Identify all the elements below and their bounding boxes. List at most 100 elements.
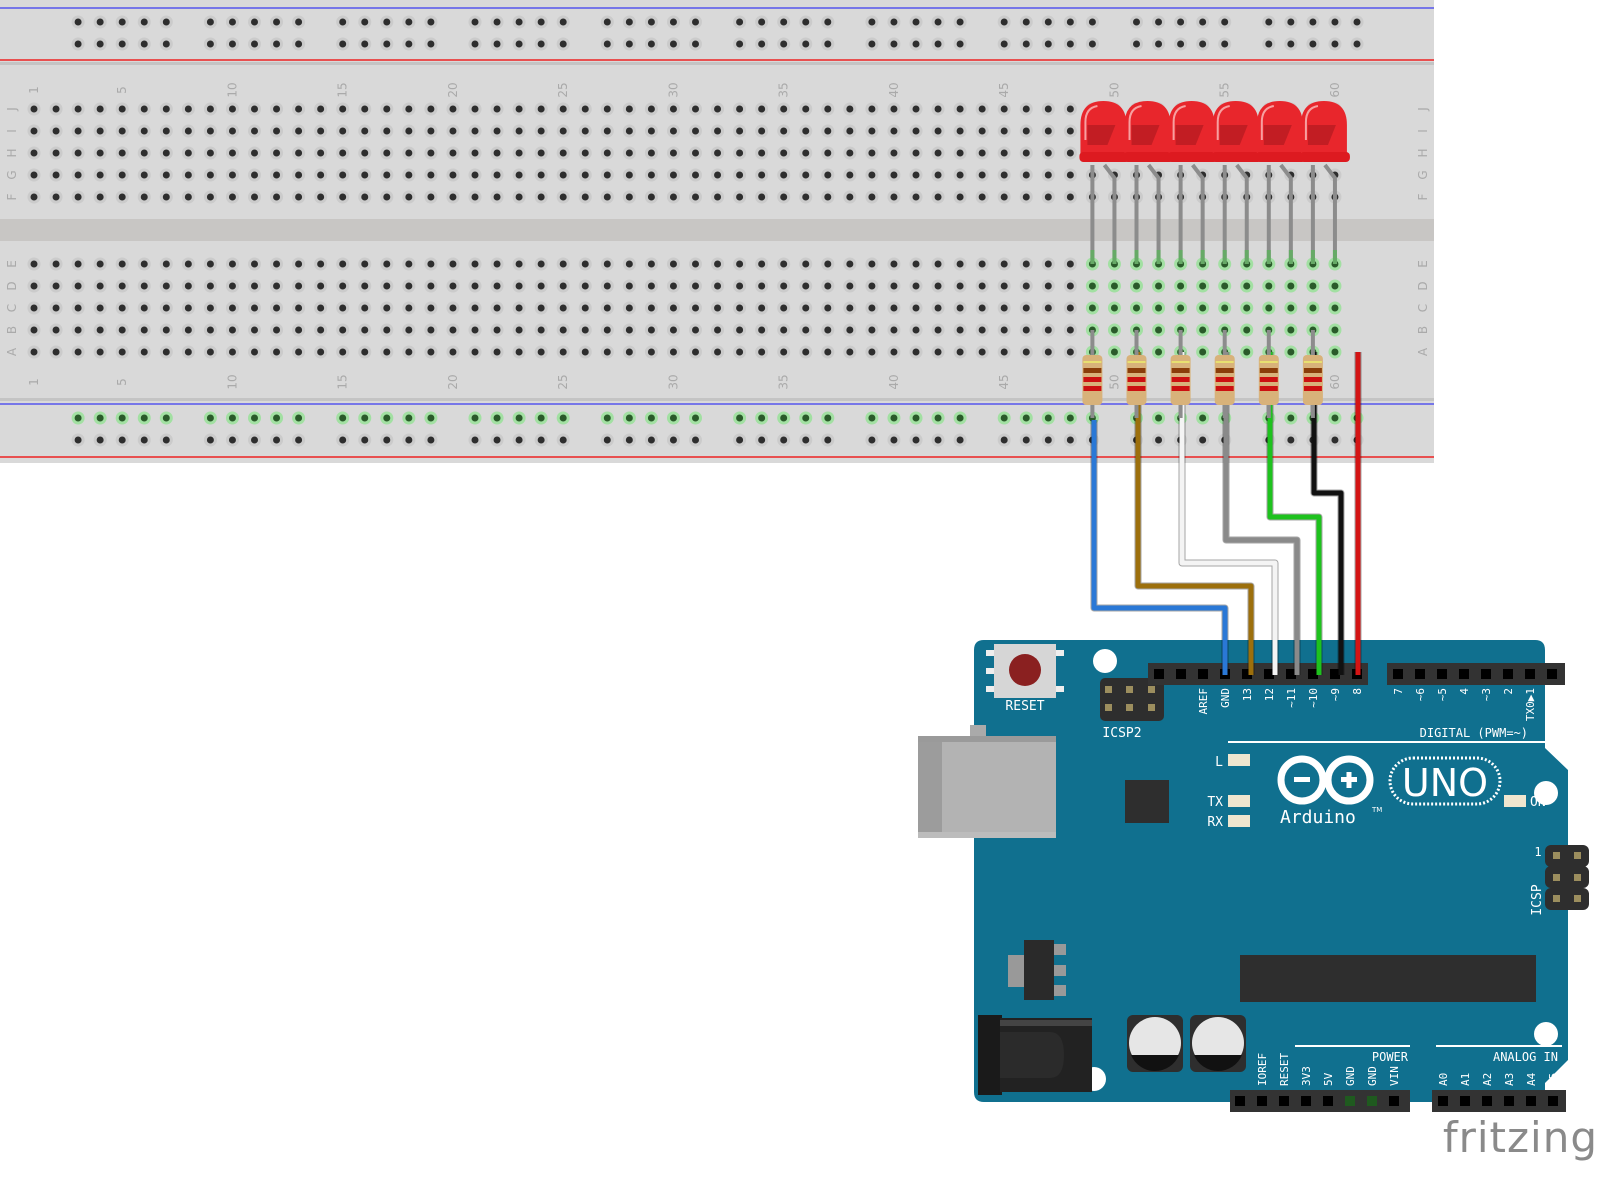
breadboard-hole[interactable] [912, 304, 920, 312]
breadboard-hole[interactable] [912, 171, 920, 179]
header-socket[interactable] [1323, 1096, 1333, 1106]
breadboard-hole[interactable] [251, 260, 258, 268]
breadboard-hole[interactable] [824, 18, 832, 26]
breadboard-hole[interactable] [427, 326, 435, 334]
header-socket[interactable] [1389, 1096, 1399, 1106]
breadboard-hole[interactable] [273, 326, 281, 334]
breadboard-hole[interactable] [1022, 414, 1030, 422]
breadboard-hole[interactable] [515, 304, 523, 312]
breadboard-hole[interactable] [559, 171, 567, 179]
breadboard-hole[interactable] [471, 260, 479, 268]
breadboard-hole[interactable] [118, 105, 126, 113]
breadboard-hole[interactable] [625, 348, 633, 356]
breadboard-hole[interactable] [1243, 326, 1251, 334]
breadboard-hole[interactable] [669, 304, 677, 312]
breadboard-hole[interactable] [846, 282, 854, 290]
breadboard-hole[interactable] [758, 127, 766, 135]
breadboard-hole[interactable] [251, 127, 258, 135]
breadboard-hole[interactable] [714, 149, 722, 157]
breadboard-hole[interactable] [537, 260, 545, 268]
breadboard-hole[interactable] [758, 348, 766, 356]
breadboard-hole[interactable] [603, 193, 611, 201]
breadboard-hole[interactable] [537, 149, 545, 157]
breadboard-hole[interactable] [1066, 348, 1074, 356]
breadboard-hole[interactable] [317, 193, 325, 201]
breadboard-hole[interactable] [30, 127, 38, 135]
breadboard-hole[interactable] [30, 149, 38, 157]
breadboard-hole[interactable] [1088, 40, 1096, 48]
breadboard-hole[interactable] [956, 127, 964, 135]
breadboard-hole[interactable] [758, 414, 766, 422]
breadboard-hole[interactable] [162, 260, 170, 268]
breadboard-hole[interactable] [383, 436, 391, 444]
breadboard-hole[interactable] [559, 414, 567, 422]
jumper-wire[interactable] [1310, 352, 1345, 675]
breadboard-hole[interactable] [1243, 282, 1251, 290]
breadboard-hole[interactable] [449, 348, 457, 356]
jumper-wire[interactable] [1178, 352, 1279, 675]
breadboard-hole[interactable] [1199, 282, 1207, 290]
breadboard-hole[interactable] [603, 304, 611, 312]
breadboard-hole[interactable] [603, 127, 611, 135]
breadboard-hole[interactable] [956, 171, 964, 179]
breadboard-hole[interactable] [868, 282, 876, 290]
breadboard-hole[interactable] [295, 414, 303, 422]
breadboard-hole[interactable] [162, 326, 170, 334]
breadboard-hole[interactable] [647, 193, 655, 201]
breadboard-hole[interactable] [449, 326, 457, 334]
breadboard-hole[interactable] [96, 260, 104, 268]
breadboard-hole[interactable] [692, 282, 699, 290]
breadboard-hole[interactable] [581, 193, 589, 201]
breadboard-hole[interactable] [956, 149, 964, 157]
breadboard-hole[interactable] [471, 414, 479, 422]
breadboard-hole[interactable] [625, 105, 633, 113]
breadboard-hole[interactable] [74, 304, 82, 312]
header-socket[interactable] [1548, 1096, 1558, 1106]
breadboard-hole[interactable] [96, 193, 104, 201]
breadboard-hole[interactable] [736, 40, 744, 48]
breadboard-hole[interactable] [934, 193, 942, 201]
breadboard-hole[interactable] [780, 18, 788, 26]
breadboard-hole[interactable] [228, 149, 236, 157]
breadboard-hole[interactable] [1022, 260, 1030, 268]
breadboard-hole[interactable] [1066, 326, 1074, 334]
breadboard-hole[interactable] [383, 18, 391, 26]
breadboard-hole[interactable] [956, 326, 964, 334]
breadboard-hole[interactable] [317, 304, 325, 312]
breadboard-hole[interactable] [206, 149, 214, 157]
breadboard-hole[interactable] [1000, 260, 1008, 268]
breadboard-hole[interactable] [714, 105, 722, 113]
breadboard-hole[interactable] [273, 414, 281, 422]
breadboard-hole[interactable] [96, 18, 104, 26]
breadboard-hole[interactable] [74, 193, 82, 201]
breadboard-hole[interactable] [1110, 282, 1118, 290]
breadboard-hole[interactable] [1000, 326, 1008, 334]
breadboard-hole[interactable] [934, 171, 942, 179]
breadboard-hole[interactable] [1000, 18, 1008, 26]
breadboard-hole[interactable] [714, 193, 722, 201]
breadboard-hole[interactable] [956, 436, 964, 444]
breadboard-hole[interactable] [912, 282, 920, 290]
breadboard-hole[interactable] [559, 127, 567, 135]
breadboard-hole[interactable] [559, 326, 567, 334]
breadboard-hole[interactable] [802, 304, 810, 312]
breadboard-hole[interactable] [471, 105, 479, 113]
breadboard-hole[interactable] [493, 171, 501, 179]
breadboard-hole[interactable] [537, 282, 545, 290]
breadboard-hole[interactable] [647, 18, 655, 26]
breadboard-hole[interactable] [780, 348, 788, 356]
breadboard-hole[interactable] [692, 348, 699, 356]
breadboard-hole[interactable] [251, 18, 258, 26]
breadboard-hole[interactable] [1331, 282, 1339, 290]
breadboard-hole[interactable] [493, 326, 501, 334]
breadboard-hole[interactable] [736, 18, 744, 26]
breadboard-hole[interactable] [780, 304, 788, 312]
breadboard-hole[interactable] [934, 348, 942, 356]
breadboard-hole[interactable] [427, 193, 435, 201]
breadboard-hole[interactable] [1155, 282, 1163, 290]
breadboard-hole[interactable] [736, 348, 744, 356]
breadboard-hole[interactable] [669, 348, 677, 356]
breadboard-hole[interactable] [868, 40, 876, 48]
resistor[interactable] [1258, 330, 1279, 418]
breadboard-hole[interactable] [647, 127, 655, 135]
